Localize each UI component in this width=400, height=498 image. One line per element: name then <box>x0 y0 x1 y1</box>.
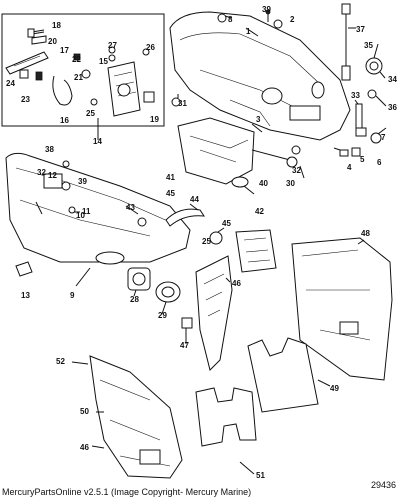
callout: 51 <box>256 471 265 480</box>
hose <box>137 208 223 245</box>
lower-panel-50 <box>89 355 183 479</box>
callout: 29 <box>158 311 167 320</box>
callout: 16 <box>60 116 69 125</box>
top-cowl-hardware <box>171 3 383 157</box>
callout: 10 <box>76 211 85 220</box>
inset-parts <box>5 28 155 117</box>
callout: 49 <box>330 384 339 393</box>
plate-bracket <box>235 229 277 273</box>
callout: 31 <box>178 99 187 108</box>
callout: 39 <box>262 5 271 14</box>
callout: 32 <box>292 166 301 175</box>
callout: 44 <box>190 195 199 204</box>
callout: 34 <box>388 75 397 84</box>
callout: 8 <box>228 15 233 24</box>
callout: 20 <box>48 37 57 46</box>
callout: 17 <box>60 46 69 55</box>
callout: 25 <box>202 237 211 246</box>
callout: 28 <box>130 295 139 304</box>
callout: 46 <box>80 443 89 452</box>
callout: 48 <box>361 229 370 238</box>
inset-box <box>1 13 165 127</box>
callout: 2 <box>290 15 295 24</box>
callout: 33 <box>351 91 360 100</box>
callout: 1 <box>246 27 251 36</box>
callout: 12 <box>48 171 57 180</box>
callout: 18 <box>52 21 61 30</box>
callout: 36 <box>388 103 397 112</box>
callout: 21 <box>74 73 83 82</box>
callout: 35 <box>364 41 373 50</box>
callout: 40 <box>259 179 268 188</box>
callout-labels: 1 2 3 4 5 6 7 8 9 10 11 12 13 14 15 16 1… <box>6 5 397 480</box>
callout: 6 <box>377 158 382 167</box>
callout: 14 <box>93 137 102 146</box>
drawing-number: 29436 <box>370 480 396 490</box>
bottom-cowl <box>5 152 191 265</box>
callout: 38 <box>45 145 54 154</box>
part-13 <box>15 261 33 277</box>
callout: 19 <box>150 115 159 124</box>
callout: 41 <box>166 173 175 182</box>
top-cowl <box>169 11 351 141</box>
callout: 32 <box>37 168 46 177</box>
callout: 30 <box>286 179 295 188</box>
callout: 26 <box>146 43 155 52</box>
callout: 5 <box>360 155 365 164</box>
side-panel-48 <box>291 237 393 381</box>
callout: 11 <box>82 207 91 216</box>
callout: 3 <box>256 115 261 124</box>
center-housing <box>177 117 298 188</box>
callout: 42 <box>255 207 264 216</box>
callout: 7 <box>381 133 386 142</box>
callout: 24 <box>6 79 15 88</box>
callout: 52 <box>56 357 65 366</box>
foam-pads <box>195 337 319 447</box>
callout: 23 <box>21 95 30 104</box>
callout: 25 <box>86 109 95 118</box>
callout: 4 <box>347 163 352 172</box>
callout: 45 <box>166 189 175 198</box>
callout: 47 <box>180 341 189 350</box>
leader-lines <box>35 15 387 475</box>
callout: 37 <box>356 25 365 34</box>
copyright-footer: MercuryPartsOnline v2.5.1 (Image Copyrig… <box>2 487 252 497</box>
callout: 46 <box>232 279 241 288</box>
callout: 39 <box>78 177 87 186</box>
callout: 43 <box>126 203 135 212</box>
callout: 13 <box>21 291 30 300</box>
front-panel <box>181 255 233 371</box>
callout: 45 <box>222 219 231 228</box>
callout: 22 <box>72 55 81 64</box>
callout: 27 <box>108 41 117 50</box>
callout: 15 <box>99 57 108 66</box>
callout: 9 <box>70 291 75 300</box>
callout: 50 <box>80 407 89 416</box>
fittings <box>127 267 181 303</box>
